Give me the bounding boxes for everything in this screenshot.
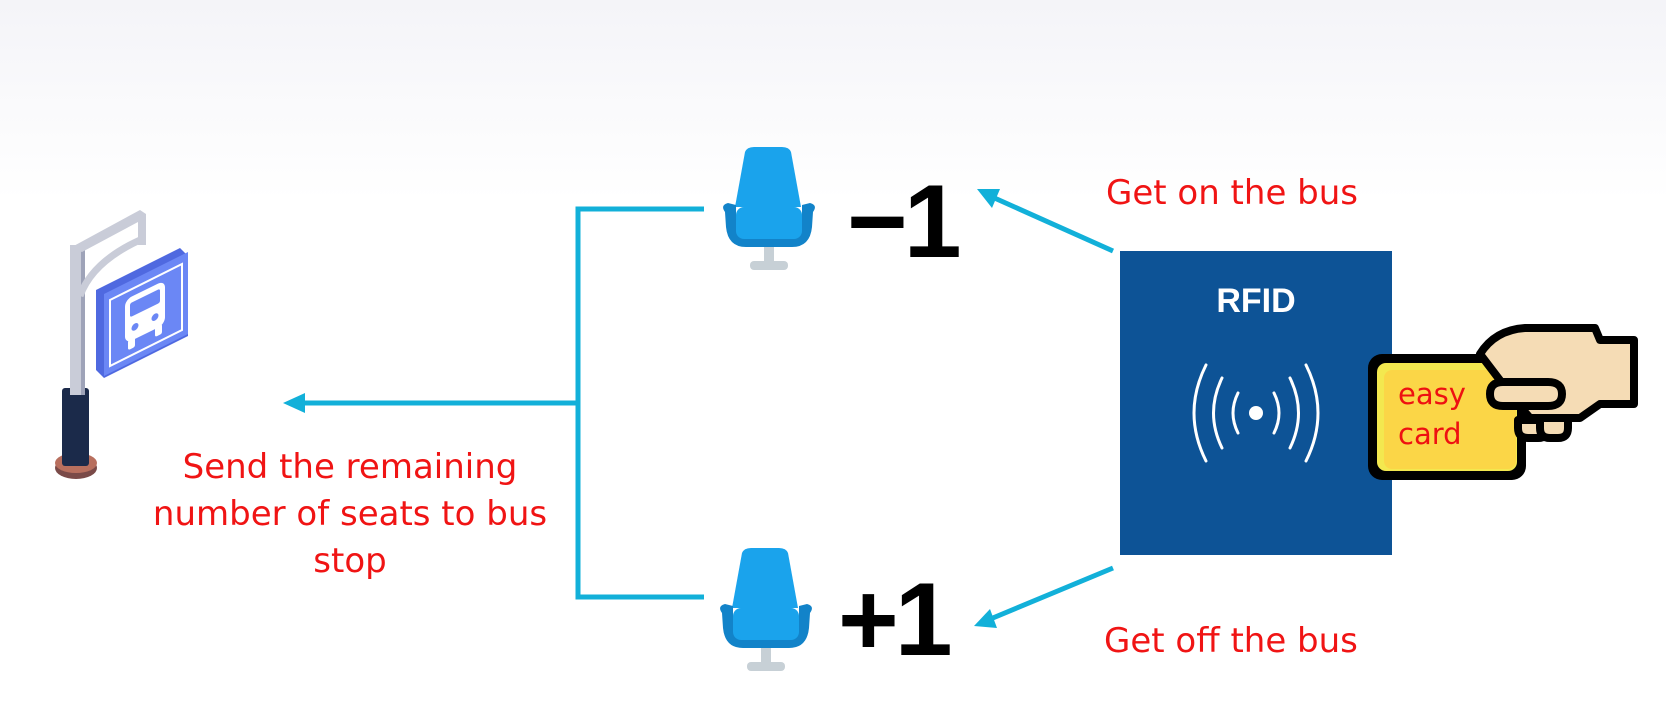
rfid-waves-icon [1192, 363, 1320, 463]
card-line-1: easy [1398, 377, 1466, 411]
rfid-title: RFID [1216, 282, 1296, 320]
easy-card [1368, 354, 1526, 480]
get-off-arrow [974, 565, 1114, 628]
hand-icon [1476, 324, 1638, 442]
rfid-reader [1120, 251, 1392, 555]
get-off-label: Get off the bus [1104, 621, 1358, 661]
bus-stop-icon [55, 210, 188, 479]
seat-icon [720, 548, 812, 671]
send-remaining-label: Send the remaining number of seats to bu… [152, 447, 548, 581]
get-on-arrow [977, 189, 1115, 254]
plus-one-counter: +1 [838, 562, 953, 678]
card-line-2: card [1398, 417, 1462, 451]
connector-lines [283, 206, 704, 600]
minus-one-counter: −1 [847, 164, 962, 280]
seat-icon [723, 147, 815, 270]
get-on-label: Get on the bus [1106, 173, 1359, 213]
